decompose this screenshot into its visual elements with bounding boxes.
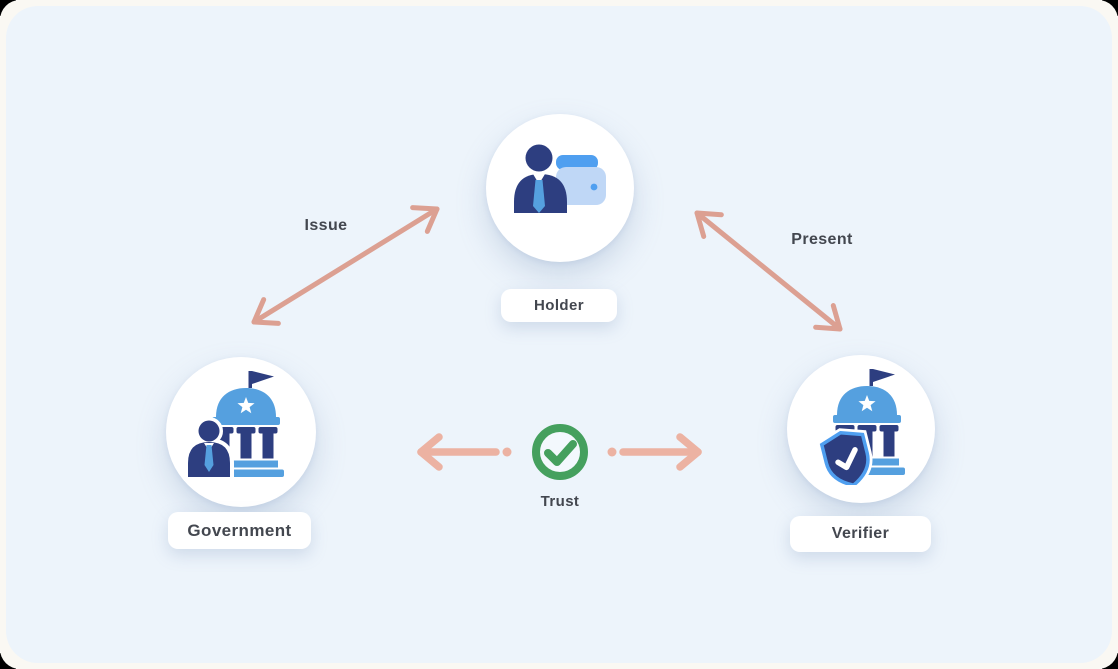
verifier-label-pill: Verifier [790, 516, 931, 552]
holder-label: Holder [534, 297, 584, 314]
government-label: Government [187, 520, 292, 540]
government-node [166, 357, 316, 507]
building-shield-check-icon [816, 369, 905, 485]
issue-edge-label: Issue [304, 217, 348, 234]
trust-edge-label: Trust [540, 493, 580, 510]
government-label-pill: Government [168, 512, 311, 549]
shield-check [816, 428, 873, 485]
person-wallet-icon [514, 144, 606, 213]
trust-arrow-left [417, 433, 512, 471]
present-edge-label: Present [791, 231, 853, 248]
issue-arrow [251, 205, 440, 326]
holder-label-pill: Holder [501, 289, 617, 322]
trust-arrow-right [607, 433, 702, 471]
present-arrow [694, 210, 843, 332]
verifier-node [787, 355, 935, 503]
holder-node [486, 114, 634, 262]
official-person [184, 417, 234, 481]
government-building-icon [184, 371, 284, 481]
check-circle-icon [532, 424, 588, 480]
verifier-label: Verifier [831, 525, 890, 542]
